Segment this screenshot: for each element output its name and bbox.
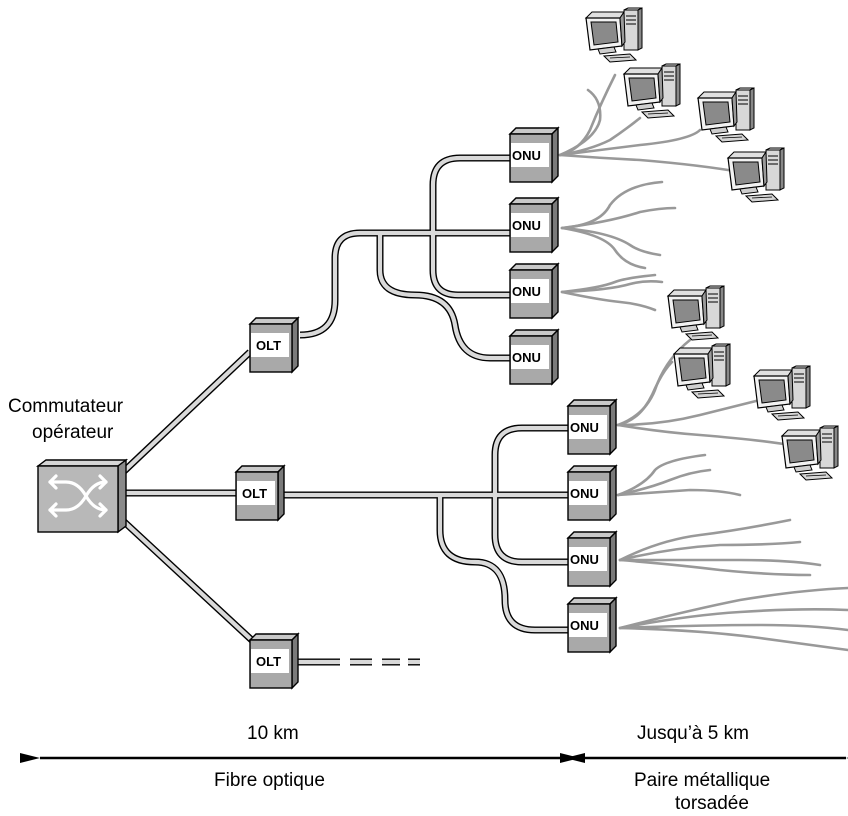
onu-label: ONU [512,218,541,233]
olt-label: OLT [242,486,267,501]
fiber-links [117,154,568,666]
onu-box: ONU [567,597,617,653]
copper-medium-label-line1: Paire métallique [634,770,770,791]
onu-label: ONU [512,284,541,299]
computer-icon [727,147,785,203]
onu-box: ONU [509,197,559,253]
computer-icon [673,343,731,399]
computer-icon [781,425,839,481]
computer-icon [585,7,643,63]
olt-box: OLT [249,317,299,373]
copper-pairs [558,73,848,652]
operator-switch [35,458,129,534]
computer-icon [753,365,811,421]
switch-label-line2: opérateur [32,422,114,443]
onu-box: ONU [509,263,559,319]
onu-label: ONU [570,552,599,567]
switch-icon [48,474,108,518]
olt-box: OLT [249,633,299,689]
onu-box: ONU [567,531,617,587]
computer-icon [623,63,681,119]
onu-box: ONU [509,127,559,183]
computer-icon [697,87,755,143]
olt-label: OLT [256,338,281,353]
computer-icon [667,285,725,341]
onu-label: ONU [570,420,599,435]
fiber-medium-label: Fibre optique [214,770,325,791]
copper-medium-label-line2: torsadée [675,793,749,814]
onu-box: ONU [509,329,559,385]
onu-label: ONU [512,350,541,365]
switch-label-line1: Commutateur [8,396,124,417]
olt-box: OLT [235,465,285,521]
onu-box: ONU [567,465,617,521]
fiber-distance-label: 10 km [247,723,299,744]
onu-label: ONU [512,148,541,163]
onu-box: ONU [567,399,617,455]
onu-label: ONU [570,618,599,633]
onu-label: ONU [570,486,599,501]
olt-label: OLT [256,654,281,669]
copper-distance-label: Jusqu’à 5 km [637,723,749,744]
